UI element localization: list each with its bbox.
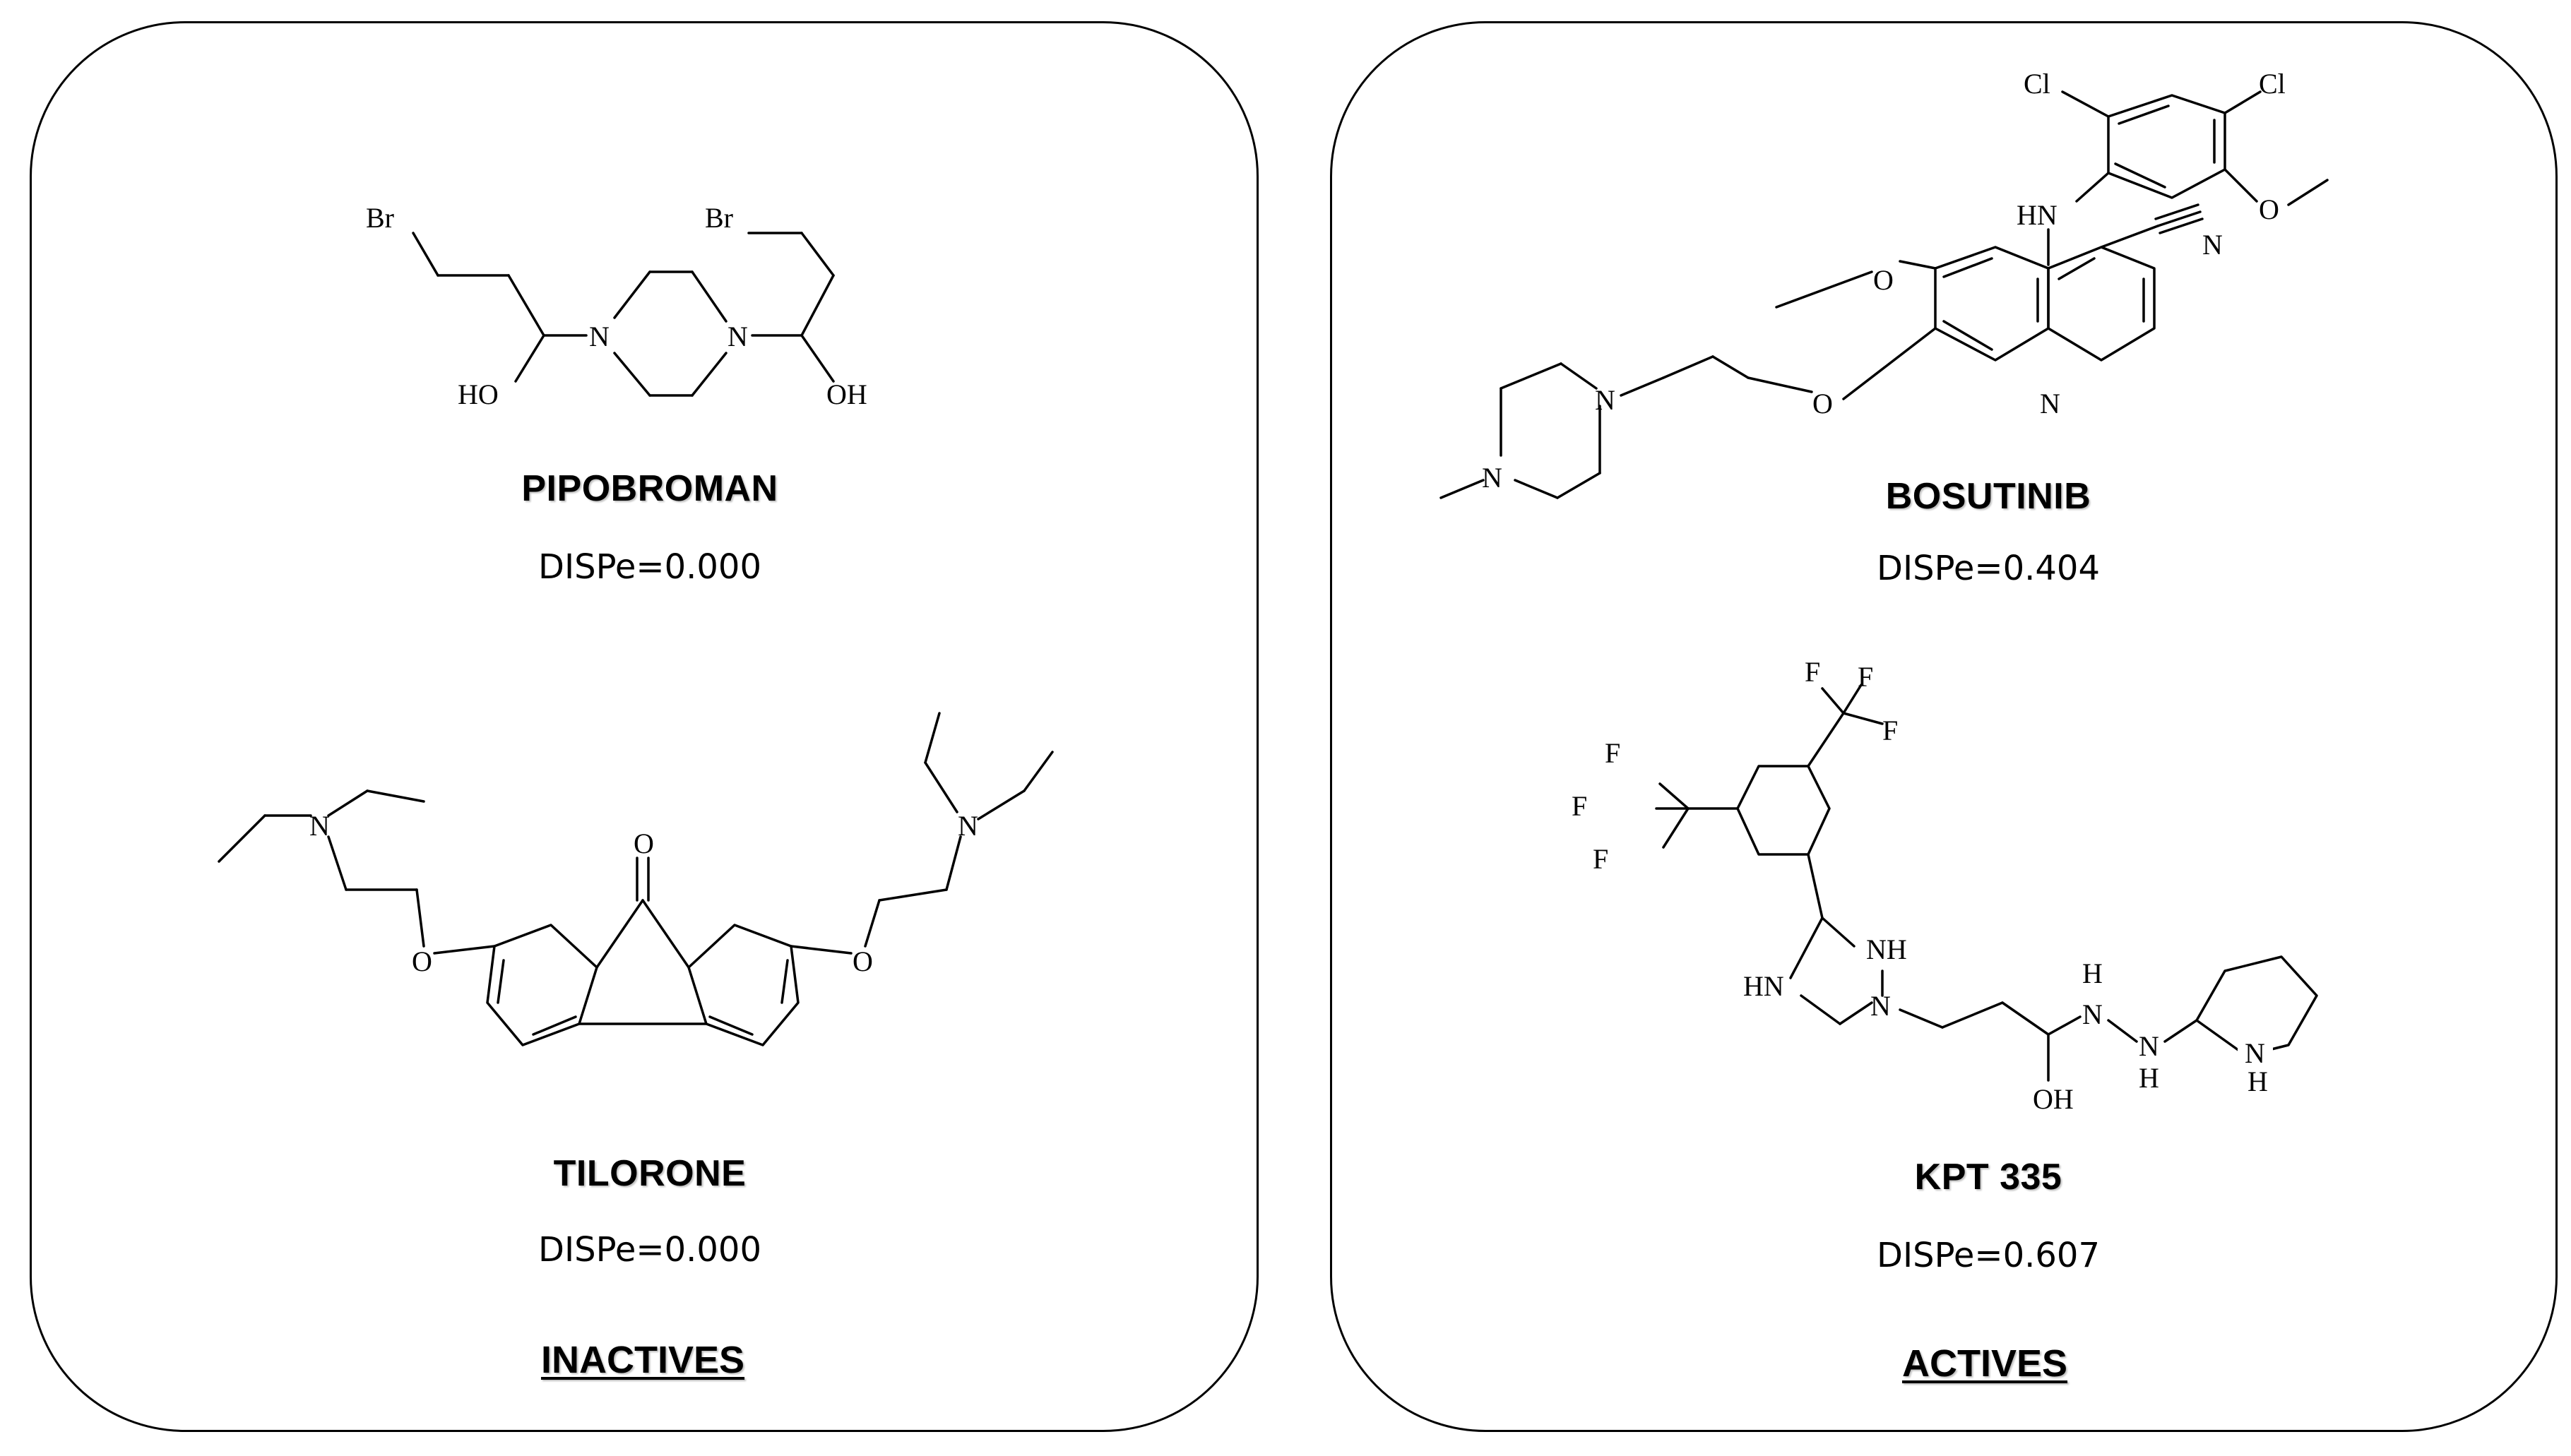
bosutinib-n-ring: N	[2040, 388, 2060, 419]
bosutinib-dispe: DISPe=0.404	[1877, 549, 2100, 588]
bosutinib-o-link: O	[1812, 388, 1833, 419]
bosutinib-name: BOSUTINIB	[1885, 476, 2091, 517]
bosutinib-n-pip1: N	[1595, 384, 1615, 416]
pipobroman-n1: N	[589, 321, 610, 352]
bosutinib-o-me: O	[1873, 264, 1894, 296]
pipobroman-oh2: OH	[826, 378, 867, 410]
bosutinib-cl1: Cl	[2024, 68, 2050, 100]
pipobroman-br1: Br	[366, 202, 394, 234]
kpt335-n-b: N	[2139, 1030, 2159, 1062]
tilorone-bonds	[218, 712, 1054, 1046]
kpt335-hn: HN	[1743, 970, 1784, 1002]
pipobroman-name: PIPOBROMAN	[521, 468, 778, 509]
bosutinib-hn: HN	[2017, 199, 2058, 231]
kpt335-h-b: H	[2139, 1062, 2159, 1094]
bosutinib-bonds	[1439, 90, 2329, 499]
kpt335-f1: F	[1805, 656, 1820, 688]
kpt335-h-a: H	[2082, 957, 2103, 989]
kpt335-f3: F	[1882, 715, 1898, 746]
actives-label: ACTIVES	[1901, 1342, 2068, 1385]
kpt335-f5: F	[1572, 790, 1587, 822]
kpt335-name: KPT 335	[1914, 1157, 2062, 1198]
tilorone-name: TILORONE	[553, 1153, 747, 1194]
bosutinib-o-ome: O	[2259, 193, 2279, 225]
pipobroman-bonds	[412, 232, 835, 397]
tilorone-o2: O	[853, 945, 873, 977]
kpt335-nh1: NH	[1866, 933, 1907, 965]
kpt335-f6: F	[1593, 843, 1608, 875]
kpt335-n-ring: N	[1870, 990, 1891, 1022]
kpt335-f2: F	[1858, 661, 1873, 693]
tilorone-o1: O	[412, 945, 432, 977]
kpt335-f4: F	[1605, 737, 1620, 769]
inactives-panel	[30, 21, 1259, 1432]
bosutinib-n-pip2: N	[1482, 462, 1502, 494]
pipobroman-n2: N	[728, 321, 748, 352]
tilorone-o-keto: O	[634, 828, 654, 859]
pipobroman-oh1: HO	[458, 378, 499, 410]
kpt335-h-pip: H	[2248, 1066, 2268, 1097]
tilorone-n1: N	[309, 810, 330, 842]
kpt335-dispe: DISPe=0.607	[1877, 1236, 2100, 1275]
bosutinib-n-cn: N	[2202, 229, 2223, 261]
pipobroman-dispe: DISPe=0.000	[538, 547, 761, 587]
tilorone-n2: N	[958, 810, 978, 842]
bosutinib-cl2: Cl	[2259, 68, 2286, 100]
actives-panel	[1330, 21, 2558, 1432]
kpt335-oh: OH	[2033, 1083, 2074, 1115]
kpt335-bonds	[1655, 684, 2318, 1082]
pipobroman-br2: Br	[705, 202, 733, 234]
kpt335-n-pip: N	[2245, 1037, 2265, 1069]
inactives-label: INACTIVES	[540, 1339, 745, 1381]
tilorone-dispe: DISPe=0.000	[538, 1230, 761, 1270]
kpt335-n-a: N	[2082, 998, 2103, 1030]
